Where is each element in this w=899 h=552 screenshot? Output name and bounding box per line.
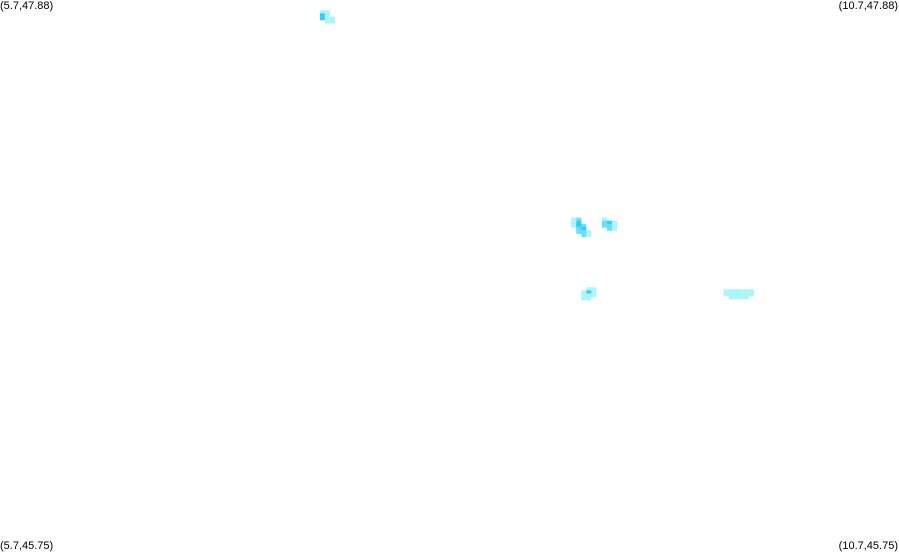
- water-body-east: [723, 289, 754, 300]
- corner-label-top-left: (5.7,47.88): [0, 0, 54, 12]
- water-body-north: [319, 10, 335, 24]
- water-cell: [607, 223, 612, 231]
- water-cell: [748, 289, 754, 297]
- water-cell: [602, 220, 607, 228]
- water-body-center-east: [602, 217, 618, 231]
- water-body-center-west: [571, 217, 592, 237]
- water-cell: [743, 292, 749, 300]
- water-cell: [586, 230, 592, 237]
- water-cell: [733, 292, 739, 300]
- corner-label-bottom-right: (10.7,45.75): [838, 540, 898, 552]
- corner-label-bottom-left: (5.7,45.75): [0, 540, 54, 552]
- water-cell: [581, 230, 587, 237]
- water-cell: [723, 289, 729, 297]
- water-cell: [591, 290, 597, 298]
- water-cell: [581, 293, 587, 301]
- water-cell: [586, 293, 592, 301]
- water-cell: [576, 226, 582, 234]
- water-cell: [324, 16, 330, 24]
- water-cell: [319, 13, 325, 21]
- water-cell: [728, 292, 734, 300]
- water-body-south: [581, 287, 597, 301]
- corner-label-top-right: (10.7,47.88): [838, 0, 898, 12]
- water-cell: [738, 292, 744, 300]
- water-cell: [330, 16, 335, 24]
- water-cell: [571, 220, 577, 228]
- water-cell: [612, 223, 618, 231]
